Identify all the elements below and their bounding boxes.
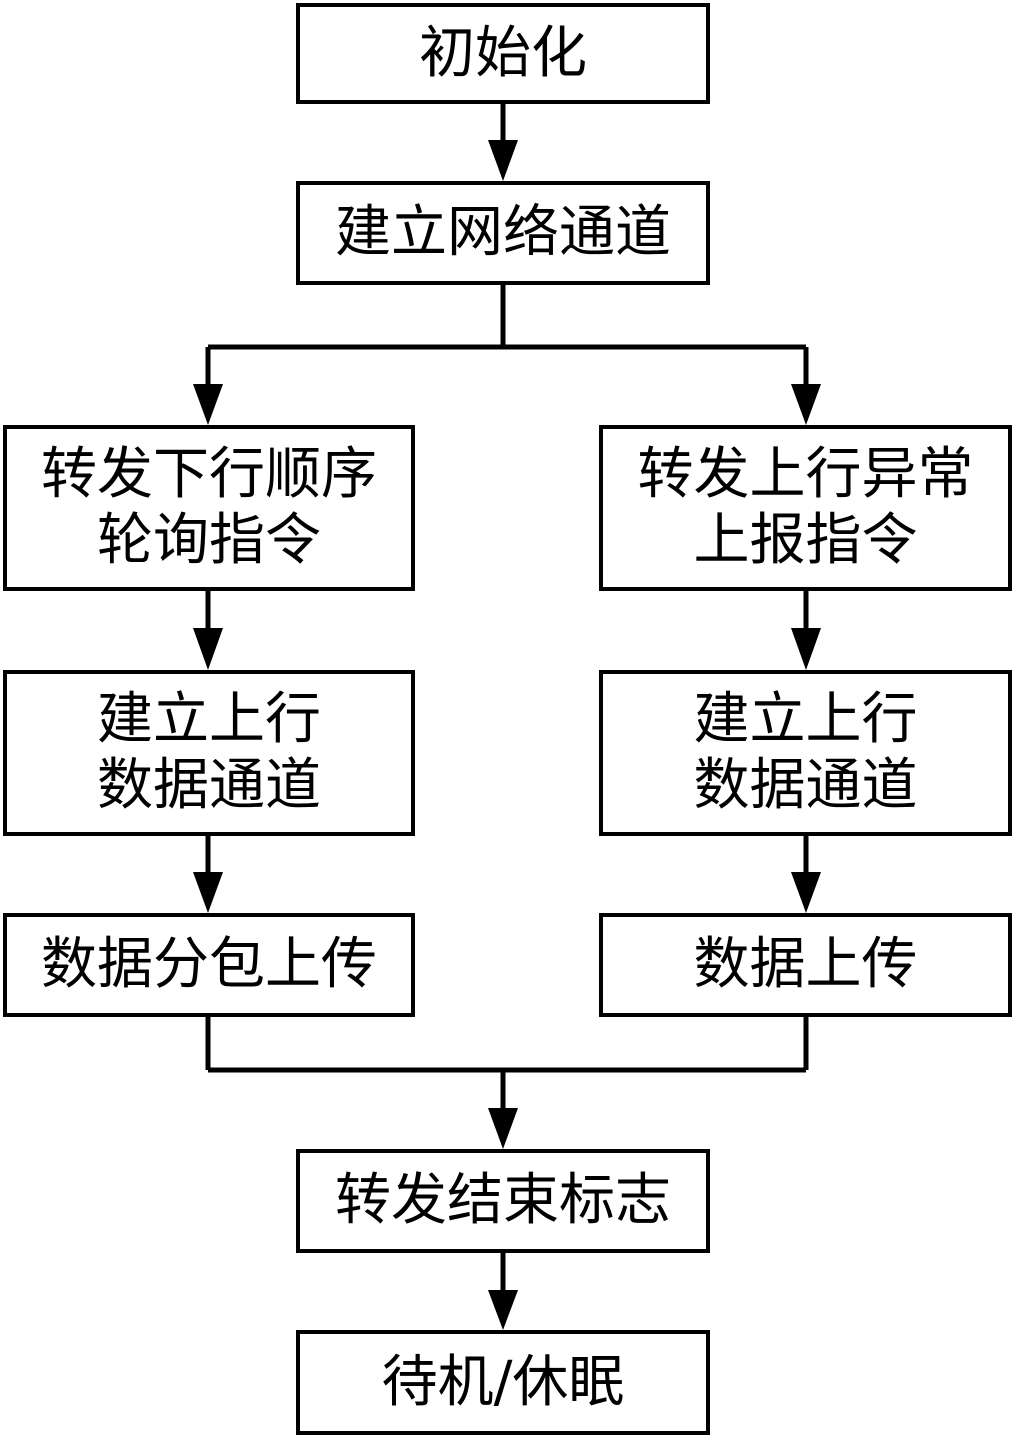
node-uplink-channel-left-line1: 建立上行 (97, 687, 321, 752)
node-end-flag: 转发结束标志 (296, 1149, 710, 1253)
arrowhead-to-report (791, 384, 821, 425)
node-forward-poll-command-line2: 轮询指令 (97, 508, 321, 573)
node-uplink-channel-right-line1: 建立上行 (693, 687, 918, 752)
node-packet-upload-label: 数据分包上传 (41, 932, 377, 997)
node-packet-upload: 数据分包上传 (3, 913, 415, 1017)
node-data-upload: 数据上传 (599, 913, 1012, 1017)
arrowhead-to-upload (791, 872, 821, 913)
node-network-channel: 建立网络通道 (296, 181, 710, 285)
node-forward-report-command-line2: 上报指令 (693, 508, 918, 573)
node-uplink-channel-left-line2: 数据通道 (97, 753, 321, 818)
arrowhead-to-network (488, 140, 518, 181)
node-forward-poll-command-line1: 转发下行顺序 (41, 442, 377, 507)
node-uplink-channel-left: 建立上行 数据通道 (3, 670, 415, 836)
node-forward-report-command-line1: 转发上行异常 (637, 442, 974, 507)
node-network-channel-label: 建立网络通道 (335, 200, 671, 265)
node-forward-report-command: 转发上行异常 上报指令 (599, 425, 1012, 591)
arrowhead-to-packet (193, 872, 223, 913)
node-standby-label: 待机/休眠 (381, 1349, 625, 1415)
arrowhead-to-poll (193, 384, 223, 425)
node-uplink-channel-right: 建立上行 数据通道 (599, 670, 1012, 836)
node-end-flag-label: 转发结束标志 (335, 1168, 671, 1233)
node-uplink-channel-right-line2: 数据通道 (693, 753, 918, 818)
node-standby: 待机/休眠 (296, 1330, 710, 1435)
arrowhead-to-uplink-right (791, 628, 821, 670)
arrowhead-to-uplink-left (193, 628, 223, 670)
node-init: 初始化 (296, 3, 710, 104)
node-data-upload-label: 数据上传 (693, 932, 918, 997)
node-init-label: 初始化 (419, 20, 587, 86)
arrowhead-to-standby (488, 1290, 518, 1330)
node-forward-poll-command: 转发下行顺序 轮询指令 (3, 425, 415, 591)
arrowhead-to-end (488, 1108, 518, 1149)
